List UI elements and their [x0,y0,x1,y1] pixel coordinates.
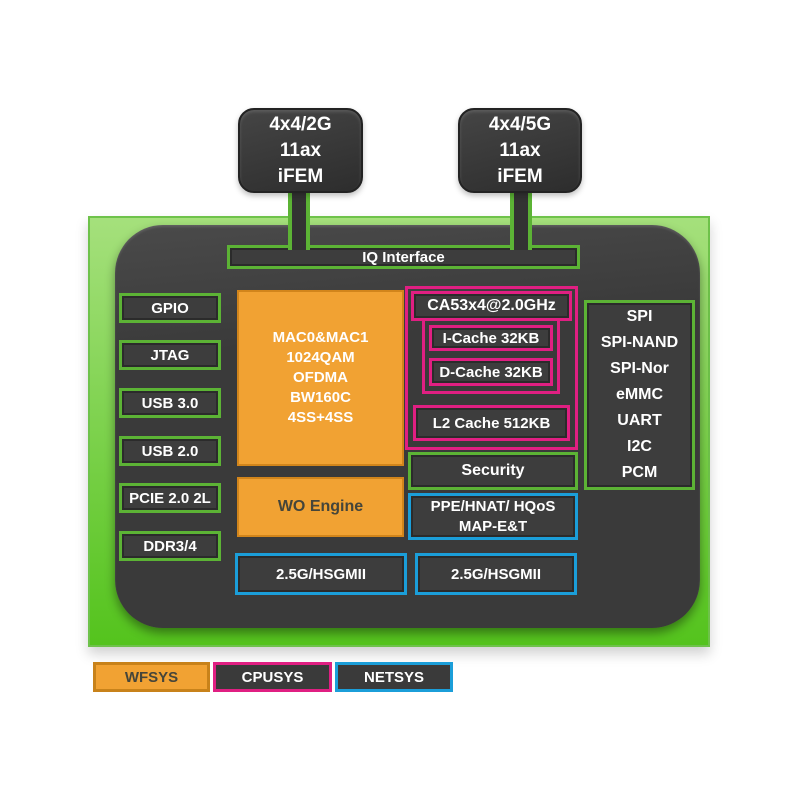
legend-wfsys: WFSYS [93,662,210,692]
wifi-mac-line-3: OFDMA [293,369,348,386]
security-label: Security [461,462,525,479]
ifem-2g-line-1: 4x4/2G [269,113,332,135]
ppe-block: PPE/HNAT/ HQoS MAP-E&T [408,493,578,540]
port-usb3: USB 3.0 [119,388,221,418]
iq-interface-label: IQ Interface [362,248,445,266]
port-jtag-label: JTAG [150,346,190,364]
peripherals-block: SPI SPI-NAND SPI-Nor eMMC UART I2C PCM [584,300,695,490]
peripheral-spi-nand: SPI-NAND [600,334,679,351]
peripheral-pcm: PCM [621,464,658,481]
ifem-2g-line-3: iFEM [277,165,324,187]
peripheral-spi: SPI [626,308,653,325]
port-pcie: PCIE 2.0 2L [119,483,221,513]
legend-cpusys: CPUSYS [213,662,332,692]
port-usb3-label: USB 3.0 [141,394,199,412]
rf-connector-left [288,188,310,250]
ifem-5g-line-3: iFEM [497,165,543,187]
wifi-mac-block: MAC0&MAC1 1024QAM OFDMA BW160C 4SS+4SS [237,290,404,466]
wifi-mac-line-2: 1024QAM [286,349,355,366]
legend-wfsys-label: WFSYS [124,668,179,686]
peripheral-emmc: eMMC [615,386,664,403]
ppe-line-2: MAP-E&T [458,517,528,535]
port-usb2-label: USB 2.0 [141,442,199,460]
icache-block: I-Cache 32KB [429,325,553,351]
port-ddr-label: DDR3/4 [143,537,197,555]
soc-die: IQ Interface GPIO JTAG USB 3.0 USB 2.0 P… [115,225,700,628]
port-gpio-label: GPIO [151,299,189,317]
sgmii-label-2: 2.5G/HSGMII [450,565,542,583]
ifem-5g-line-2: 11ax [499,139,541,161]
dcache-block: D-Cache 32KB [429,358,553,386]
wo-engine-block: WO Engine [237,477,404,537]
cpu-complex: CA53x4@2.0GHz I-Cache 32KB D-Cache 32KB … [405,286,578,450]
ifem-5g-module: 4x4/5G 11ax iFEM [458,108,582,193]
security-block: Security [408,452,578,490]
ifem-2g-module: 4x4/2G 11ax iFEM [238,108,363,193]
port-ddr: DDR3/4 [119,531,221,561]
ifem-5g-line-1: 4x4/5G [488,113,552,135]
rf-connector-right [510,188,532,250]
chip-package: IQ Interface GPIO JTAG USB 3.0 USB 2.0 P… [88,216,710,647]
ifem-2g-line-2: 11ax [279,139,322,161]
cpu-title-label: CA53x4@2.0GHz [427,297,556,314]
ppe-line-1: PPE/HNAT/ HQoS [430,497,556,515]
legend-netsys-label: NETSYS [363,668,424,686]
port-jtag: JTAG [119,340,221,370]
cpu-cache-group: I-Cache 32KB D-Cache 32KB [422,318,560,394]
legend-netsys: NETSYS [335,662,453,692]
wifi-mac-line-5: 4SS+4SS [287,409,354,426]
port-gpio: GPIO [119,293,221,323]
wifi-mac-line-1: MAC0&MAC1 [272,329,369,346]
sgmii-label-1: 2.5G/HSGMII [275,565,367,583]
port-usb2: USB 2.0 [119,436,221,466]
icache-label: I-Cache 32KB [442,329,540,347]
dcache-label: D-Cache 32KB [439,363,543,381]
peripheral-i2c: I2C [627,438,652,455]
wo-engine-label: WO Engine [277,498,364,515]
port-pcie-label: PCIE 2.0 2L [129,489,211,507]
legend-cpusys-label: CPUSYS [241,668,304,686]
cpu-title-block: CA53x4@2.0GHz [411,291,572,321]
peripheral-uart: UART [617,412,662,429]
wifi-mac-line-4: BW160C [290,389,351,406]
l2-cache-block: L2 Cache 512KB [413,405,570,441]
sgmii-block-1: 2.5G/HSGMII [235,553,407,595]
l2-cache-label: L2 Cache 512KB [432,414,551,432]
peripheral-spi-nor: SPI-Nor [610,360,669,377]
sgmii-block-2: 2.5G/HSGMII [415,553,577,595]
